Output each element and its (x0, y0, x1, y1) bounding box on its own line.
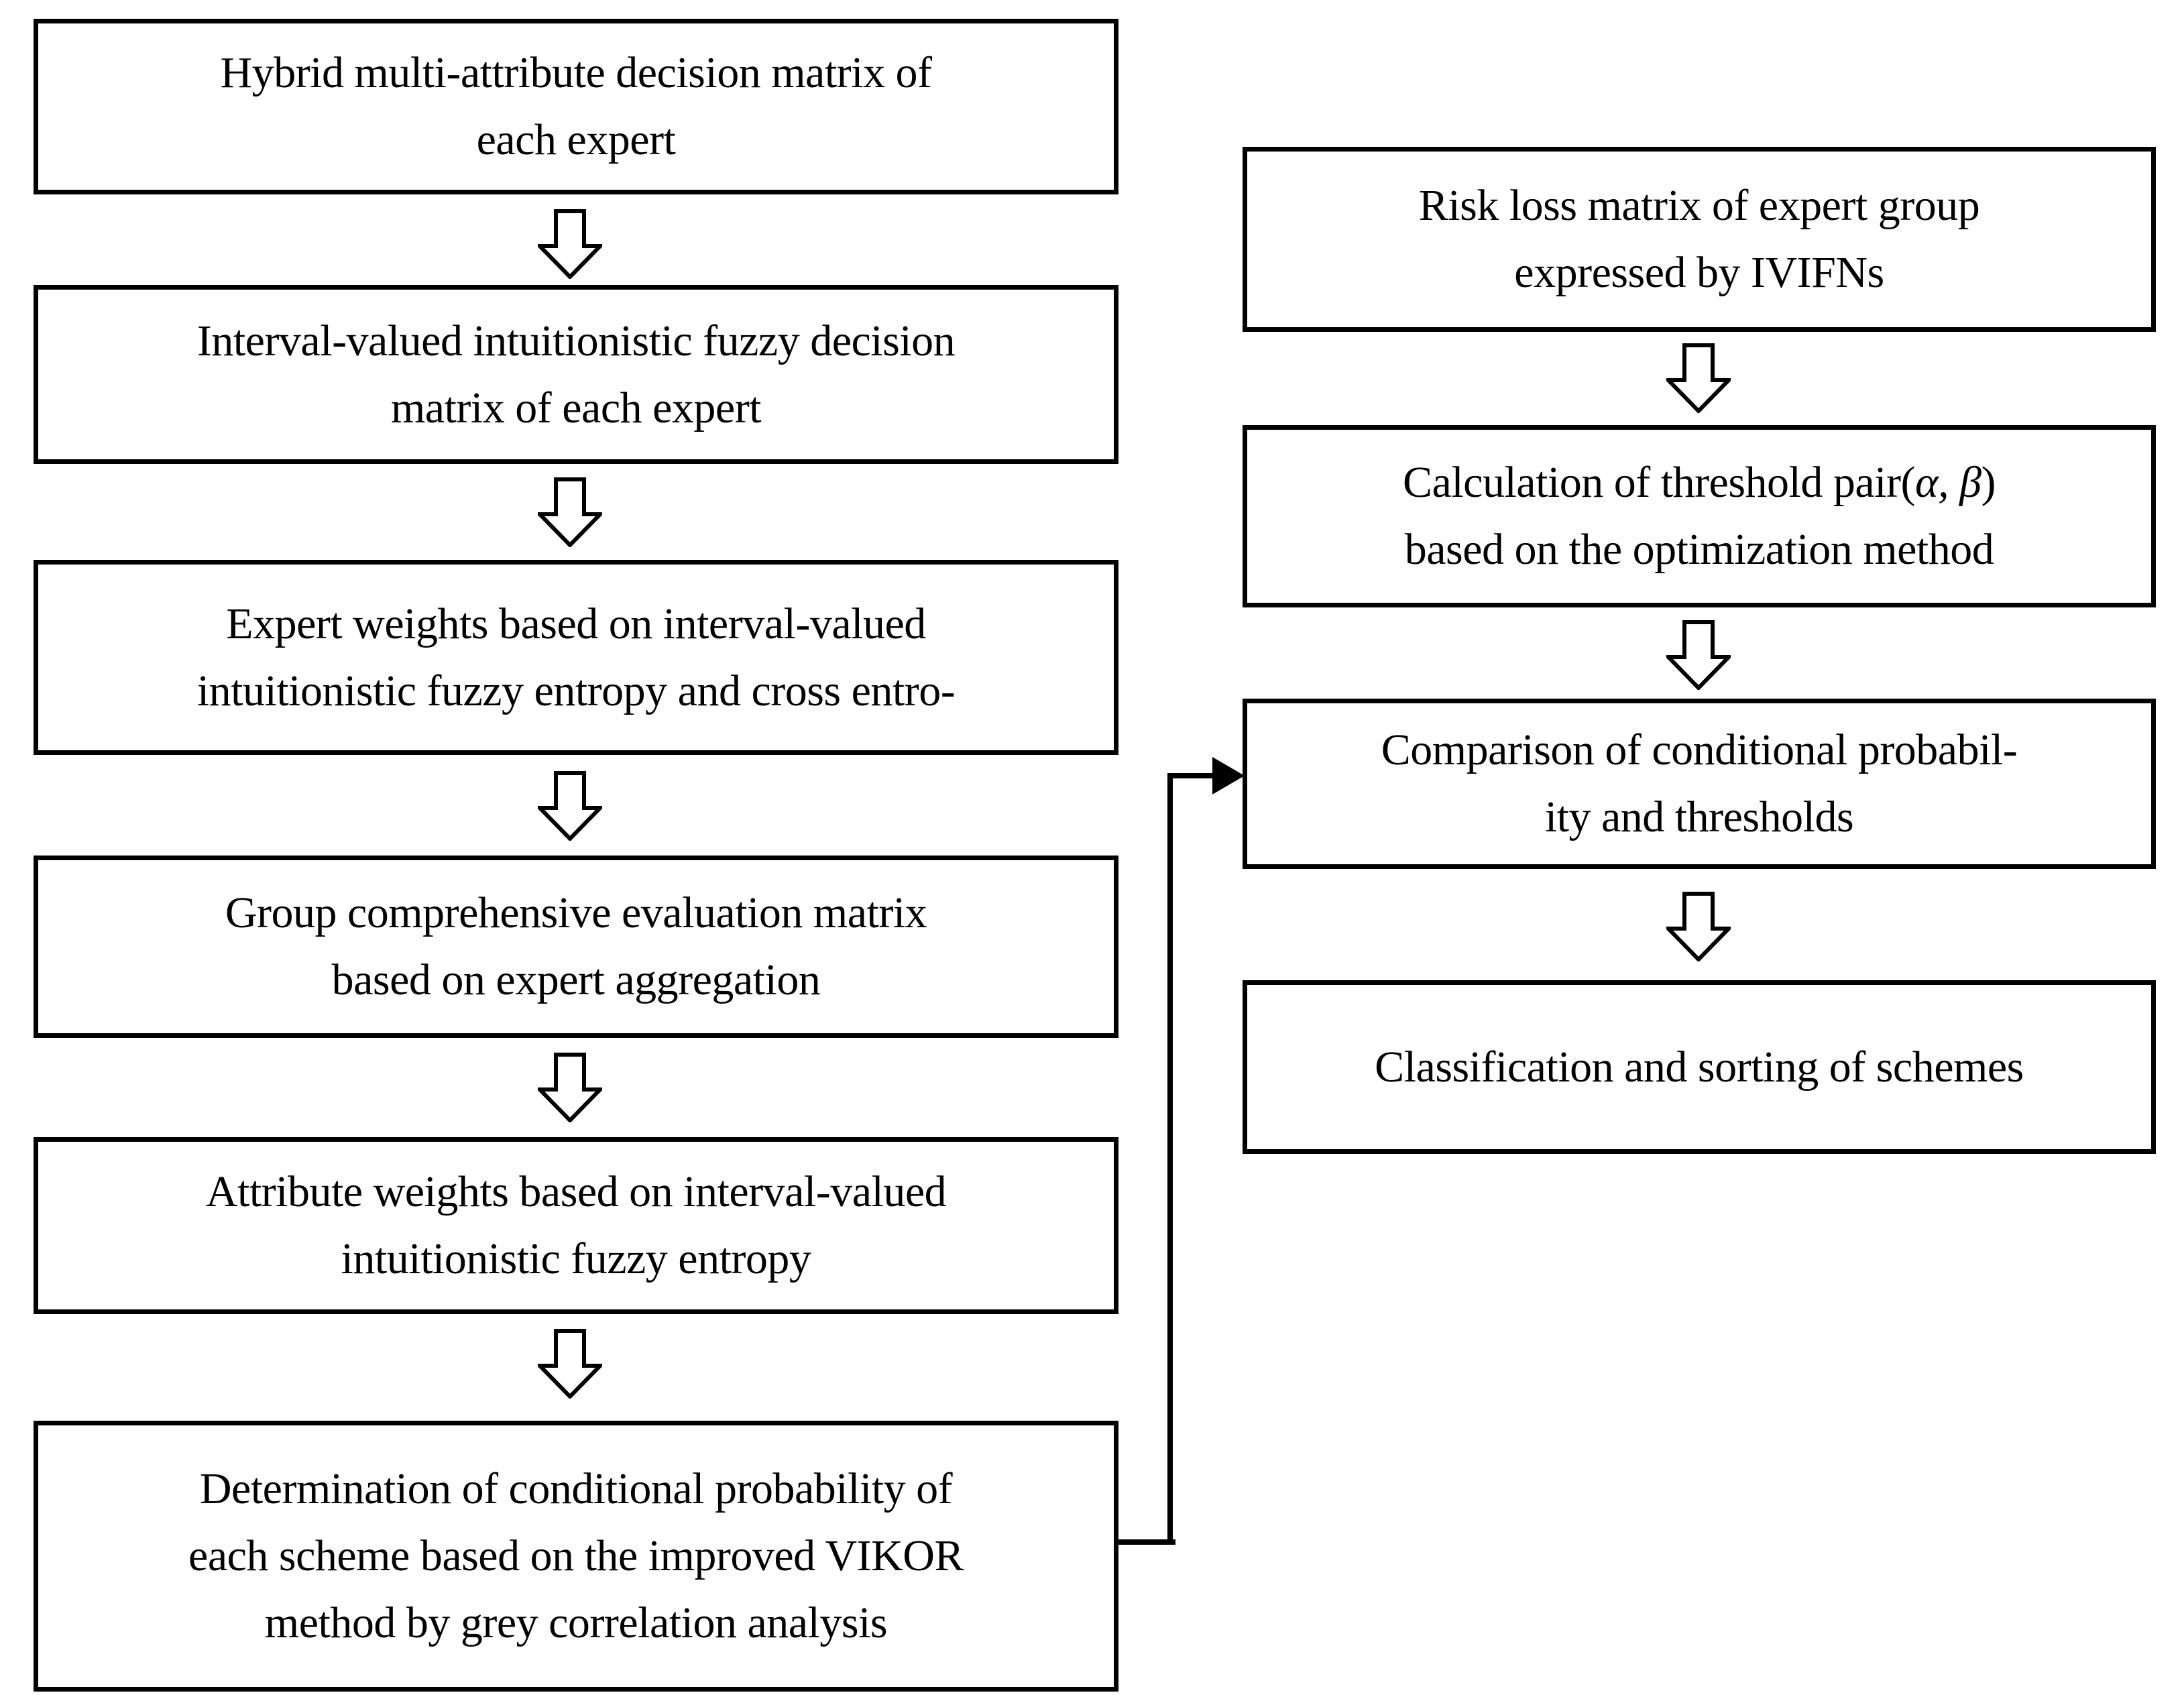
box-text-line: ity and thresholds (1544, 792, 1854, 841)
box-text-line: based on expert aggregation (331, 955, 821, 1004)
box-text-line: Classification and sorting of schemes (1375, 1042, 2024, 1092)
flow-box-classification: Classification and sorting of schemes (1243, 980, 2156, 1154)
flow-box-hybrid-decision-matrix: Hybrid multi-attribute decision matrix o… (34, 19, 1118, 194)
box-text-line: expressed by IVIFNs (1514, 248, 1884, 297)
flow-box-group-evaluation-matrix: Group comprehensive evaluation matrix ba… (34, 856, 1118, 1038)
threshold-greek-symbols: α, β (1914, 458, 1981, 507)
box-text-line: each scheme based on the improved VIKOR (188, 1531, 964, 1580)
box-text-line: Group comprehensive evaluation matrix (225, 888, 927, 937)
box-text-line: Expert weights based on interval-valued (226, 599, 926, 648)
flow-box-attribute-weights: Attribute weights based on interval-valu… (34, 1137, 1118, 1314)
box-text-line: Calculation of threshold pair(α, β) (1403, 449, 1996, 516)
flow-box-risk-loss-matrix: Risk loss matrix of expert group express… (1243, 147, 2156, 332)
box-text-line: intuitionistic fuzzy entropy and cross e… (196, 666, 956, 715)
flow-box-comparison: Comparison of conditional probabil- ity … (1243, 699, 2156, 869)
down-arrow-icon (538, 477, 602, 547)
box-text-line: Hybrid multi-attribute decision matrix o… (220, 48, 932, 97)
box-text-line: method by grey correlation analysis (264, 1598, 888, 1647)
box-text-line: Attribute weights based on interval-valu… (205, 1167, 947, 1216)
box-text-line: matrix of each expert (390, 383, 762, 432)
flow-box-ivif-decision-matrix: Interval-valued intuitionistic fuzzy dec… (34, 285, 1118, 464)
box-text-line: Comparison of conditional probabil- (1381, 725, 2018, 774)
box-text-line: Determination of conditional probability… (199, 1464, 953, 1513)
down-arrow-icon (538, 1053, 602, 1122)
down-arrow-icon (1666, 892, 1731, 961)
down-arrow-icon (1666, 620, 1731, 690)
connector-segment-vertical (1167, 773, 1173, 1545)
connector-segment-top (1173, 773, 1214, 778)
down-arrow-icon (538, 1329, 602, 1399)
box-text-line: Interval-valued intuitionistic fuzzy dec… (196, 316, 956, 365)
box-text-line: based on the optimization method (1404, 525, 1994, 574)
flow-box-conditional-probability: Determination of conditional probability… (34, 1421, 1118, 1692)
threshold-text-suffix: ) (1981, 458, 1996, 507)
box-text-line: Risk loss matrix of expert group (1418, 181, 1980, 230)
down-arrow-icon (1666, 343, 1731, 413)
flow-box-expert-weights: Expert weights based on interval-valued … (34, 560, 1118, 755)
down-arrow-icon (538, 771, 602, 841)
box-text-line: intuitionistic fuzzy entropy (341, 1234, 811, 1283)
box-text-line: each expert (476, 115, 676, 164)
threshold-text-prefix: Calculation of threshold pair( (1403, 458, 1915, 507)
arrowhead-icon (1212, 757, 1245, 794)
flow-box-threshold-pair: Calculation of threshold pair(α, β) base… (1243, 425, 2156, 607)
down-arrow-icon (538, 209, 602, 279)
connector-segment-bottom (1114, 1539, 1175, 1545)
